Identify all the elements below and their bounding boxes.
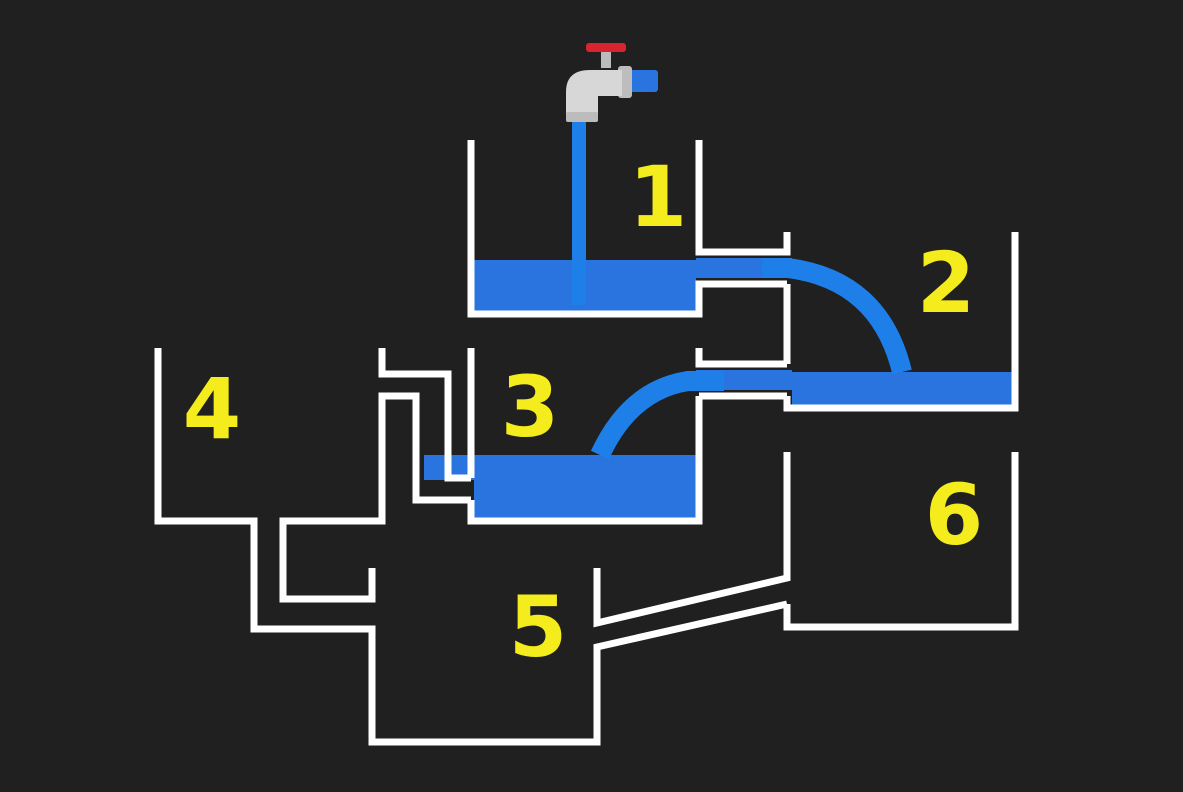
water-faucet-icon bbox=[566, 43, 658, 122]
tank-2-water bbox=[792, 372, 1014, 405]
tank-3-water bbox=[474, 455, 696, 518]
tank-5-right-wall bbox=[593, 452, 791, 628]
overflow-stream-1-to-2 bbox=[762, 258, 912, 375]
tank-2-body bbox=[783, 232, 1019, 412]
faucet-body bbox=[566, 70, 622, 118]
tank-1-right-wall bbox=[695, 140, 791, 256]
tank-5-label: 5 bbox=[509, 578, 567, 676]
faucet-handle bbox=[586, 43, 626, 52]
tank-6-label: 6 bbox=[925, 466, 983, 564]
faucet-spout-tip bbox=[566, 112, 598, 122]
pipe-3-outlet-upper-wall bbox=[378, 348, 471, 482]
faucet-stream bbox=[572, 122, 586, 305]
tank-4-label: 4 bbox=[183, 360, 241, 458]
faucet-handle-stem bbox=[601, 50, 611, 68]
faucet-outlet-connector bbox=[626, 70, 658, 92]
tank-2-label: 2 bbox=[917, 234, 975, 332]
pipe-2-3-top-wall bbox=[695, 348, 787, 368]
tank-6-walls bbox=[783, 452, 1019, 631]
tank-1-walls bbox=[467, 140, 787, 318]
overflow-stream-2-to-3 bbox=[590, 371, 724, 460]
pipe-3-outlet-lower-wall bbox=[279, 392, 471, 603]
tank-4-walls bbox=[154, 348, 788, 746]
tank-1-label: 1 bbox=[629, 148, 687, 246]
tank-3-body bbox=[467, 396, 703, 525]
tank-3-label: 3 bbox=[501, 358, 559, 456]
